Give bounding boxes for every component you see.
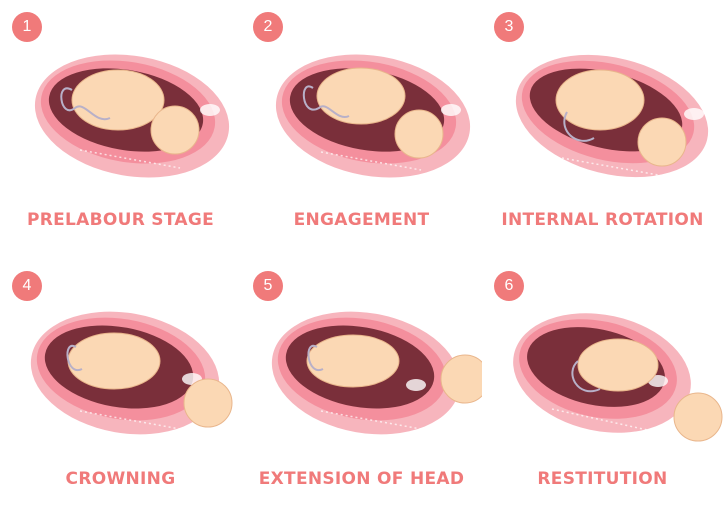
crowning-illustration [0,289,241,459]
stage-label: RESTITUTION [482,469,723,489]
prelabour-illustration [0,30,241,200]
stage-6-panel: 6 RESTITUTION [482,259,723,517]
stage-4-panel: 4 CROWNING [0,259,241,517]
stage-5-panel: 5 EXTENSION OF HEAD [241,259,482,517]
stage-3-panel: 3 INTERNAL ROTATION [482,0,723,258]
stage-1-panel: 1 PRELABOUR STAGE [0,0,241,258]
stage-label: CROWNING [0,469,241,489]
stage-label: EXTENSION OF HEAD [241,469,482,489]
stage-label: INTERNAL ROTATION [482,210,723,230]
engagement-illustration [241,30,482,200]
stage-label: ENGAGEMENT [241,210,482,230]
extension-of-head-illustration [241,289,482,459]
stage-label: PRELABOUR STAGE [0,210,241,230]
internal-rotation-illustration [482,30,723,200]
stage-2-panel: 2 ENGAGEMENT [241,0,482,258]
restitution-illustration [482,289,723,459]
